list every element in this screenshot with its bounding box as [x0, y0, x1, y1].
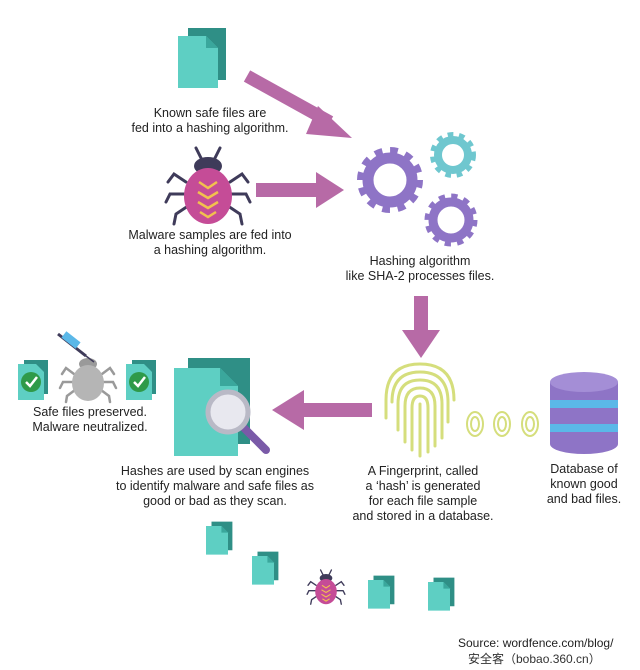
hashing-label-line: like SHA-2 processes files.: [345, 269, 495, 283]
bottom-file-icon-3: [368, 575, 395, 609]
fingerprint-label-line: a ‘hash’ is generated: [365, 479, 481, 493]
hashes-used-label-line: to identify malware and safe files as: [115, 479, 315, 493]
preserved-label-line: Malware neutralized.: [32, 420, 148, 434]
known-safe-label-line: Known safe files are: [153, 106, 267, 120]
malware-label-line: a hashing algorithm.: [153, 243, 267, 257]
arrow-to-hashing-horizontal: [256, 172, 344, 208]
neutralized-bug-icon: [58, 358, 118, 404]
small-fingerprint-icons: [466, 411, 539, 437]
watermark-text: 安全客（bobao.360.cn）: [468, 652, 601, 666]
fingerprint-label-line: A Fingerprint, called: [367, 464, 479, 478]
gear-small-purple-icon: [424, 193, 478, 247]
fingerprint-label-line: and stored in a database.: [352, 509, 494, 523]
syringe-icon: [57, 331, 95, 363]
hashing-label: Hashing algorithm like SHA-2 processes f…: [330, 254, 510, 284]
database-icon: [550, 372, 618, 454]
known-safe-label: Known safe files are fed into a hashing …: [115, 106, 305, 136]
arrow-left: [272, 390, 372, 430]
hashing-label-line: Hashing algorithm: [369, 254, 471, 268]
bottom-file-icon-2: [252, 551, 279, 585]
bottom-file-icon-1: [206, 521, 233, 555]
malware-label-line: Malware samples are fed into: [128, 228, 292, 242]
known-safe-label-line: fed into a hashing algorithm.: [131, 121, 289, 135]
source-text: Source: wordfence.com/blog/: [458, 636, 614, 650]
arrow-down: [402, 296, 440, 358]
database-label-line: and bad files.: [546, 492, 622, 506]
malware-samples-label: Malware samples are fed into a hashing a…: [110, 228, 310, 258]
gear-small-teal-icon: [430, 132, 476, 178]
hashes-used-label-line: good or bad as they scan.: [143, 494, 287, 508]
safe-file-check-icon-right: [126, 360, 156, 400]
malware-bug-icon: [164, 146, 252, 226]
fingerprint-label-line: for each file sample: [368, 494, 478, 508]
bottom-file-icon-4: [428, 577, 455, 611]
fingerprint-label: A Fingerprint, called a ‘hash’ is genera…: [338, 464, 508, 524]
preserved-label-line: Safe files preserved.: [33, 405, 147, 419]
known-safe-file-icon: [178, 28, 226, 88]
preserved-label: Safe files preserved. Malware neutralize…: [10, 405, 170, 435]
magnifier-icon: [205, 389, 270, 454]
hashes-used-label: Hashes are used by scan engines to ident…: [100, 464, 330, 509]
gear-large-icon: [357, 147, 423, 213]
safe-file-check-icon-left: [18, 360, 48, 400]
database-label-line: Database of: [550, 462, 618, 476]
hashes-used-label-line: Hashes are used by scan engines: [120, 464, 310, 478]
arrow-to-hashing-diagonal: [243, 70, 352, 138]
bottom-bug-icon: [306, 569, 346, 605]
database-label-line: known good: [550, 477, 618, 491]
fingerprint-icon: [384, 362, 456, 458]
database-label: Database of known good and bad files.: [536, 462, 632, 507]
